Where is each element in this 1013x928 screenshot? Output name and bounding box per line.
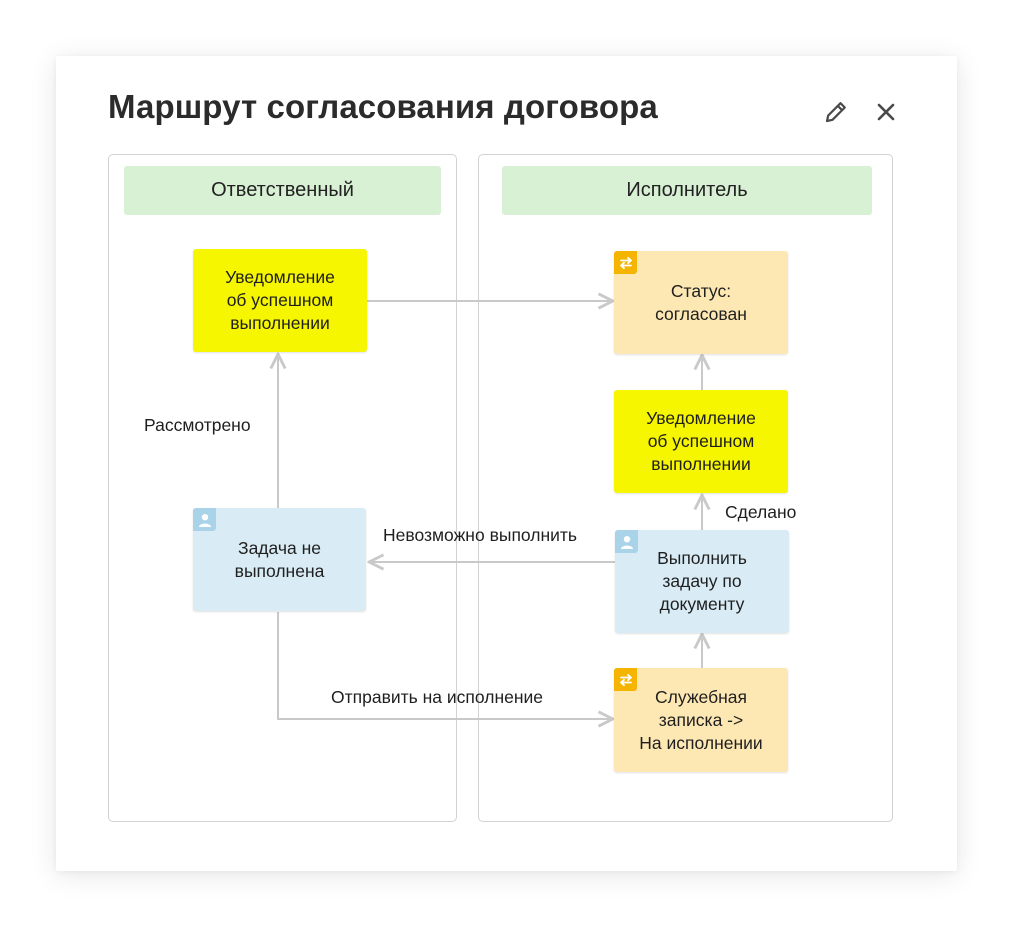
node-label: Статус: согласован (655, 280, 747, 324)
node-memo[interactable]: Служебная записка -> На исполнении (614, 668, 788, 772)
swap-arrows-icon (614, 251, 637, 274)
lane-header-responsible: Ответственный (124, 166, 441, 215)
node-label: Служебная записка -> На исполнении (639, 686, 763, 753)
swap-arrows-icon (614, 668, 637, 691)
edit-button[interactable] (819, 95, 853, 129)
user-icon (193, 508, 216, 531)
dialog-title: Маршрут согласования договора (108, 88, 658, 125)
node-label: Задача не выполнена (234, 537, 325, 581)
pencil-icon (825, 102, 846, 123)
edge-label-send: Отправить на исполнение (331, 687, 544, 707)
node-do-task[interactable]: Выполнить задачу по документу (615, 530, 789, 633)
edge-label-done: Сделано (725, 502, 797, 522)
user-icon (615, 530, 638, 553)
lane-header-executor: Исполнитель (502, 166, 872, 215)
node-label: Уведомление об успешном выполнении (225, 267, 335, 333)
node-notify-left[interactable]: Уведомление об успешном выполнении (193, 249, 367, 352)
route-dialog: Маршрут согласования договора Ответствен… (56, 56, 957, 871)
node-label: Уведомление об успешном выполнении (646, 408, 756, 474)
edge-label-reviewed: Рассмотрено (144, 415, 251, 435)
node-task-failed[interactable]: Задача не выполнена (193, 508, 366, 611)
close-icon (877, 103, 895, 121)
node-status-agreed[interactable]: Статус: согласован (614, 251, 788, 354)
node-label: Выполнить задачу по документу (657, 548, 747, 614)
edge-label-impossible: Невозможно выполнить (383, 525, 578, 545)
close-button[interactable] (869, 95, 903, 129)
node-notify-right[interactable]: Уведомление об успешном выполнении (614, 390, 788, 493)
